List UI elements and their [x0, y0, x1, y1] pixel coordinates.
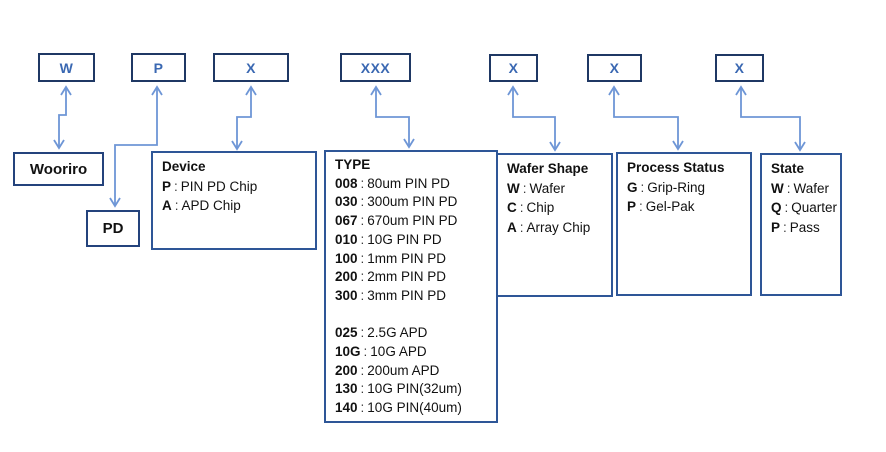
code-box-manufacturer: W: [38, 53, 95, 82]
legend-entry: Q:Quarter: [771, 200, 838, 215]
connector-x-wafer-shape: [507, 85, 561, 152]
pd-box: PD: [86, 210, 140, 247]
legend-entry: 100:1mm PIN PD: [335, 250, 447, 266]
code-box-device: X: [213, 53, 289, 82]
legend-entry: A:APD Chip: [162, 198, 241, 213]
connector-x-device: [231, 85, 257, 151]
device-legend-title: Device: [162, 159, 206, 174]
code-letter: W: [59, 59, 74, 76]
state-legend-box: State W:Wafer Q:Quarter P:Pass: [760, 153, 842, 296]
type-legend-box: TYPE 008:80um PIN PD 030:300um PIN PD 06…: [324, 150, 498, 423]
legend-entry: W:Wafer: [771, 180, 830, 196]
connector-xxx-type: [370, 85, 415, 149]
connector-x-state: [735, 85, 806, 152]
legend-entry: 025:2.5G APD: [335, 325, 428, 341]
wafer-shape-legend-box: Wafer Shape W:Wafer C:Chip A:Array Chip: [496, 153, 613, 297]
legend-entry: 030:300um PIN PD: [335, 194, 458, 210]
code-letter: X: [508, 60, 519, 76]
legend-entry: 067:670um PIN PD: [335, 213, 458, 229]
code-letter: X: [734, 60, 745, 76]
legend-entry: A:Array Chip: [507, 219, 591, 235]
legend-entry: C:Chip: [507, 200, 555, 215]
legend-entry: G:Grip-Ring: [627, 179, 706, 195]
legend-entry: 10G:10G APD: [335, 344, 427, 360]
legend-entry: 008:80um PIN PD: [335, 175, 450, 191]
process-status-legend-box: Process Status G:Grip-Ring P:Gel-Pak: [616, 152, 752, 296]
code-letter: XXX: [360, 59, 391, 76]
legend-entry: P:Pass: [771, 219, 820, 235]
code-box-product: P: [131, 53, 186, 82]
legend-entry: 300:3mm PIN PD: [335, 287, 447, 303]
device-legend-box: Device P:PIN PD Chip A:APD Chip: [151, 151, 317, 250]
code-letter: X: [246, 59, 256, 76]
code-box-state: X: [715, 54, 764, 82]
wooriro-label: Wooriro: [29, 160, 88, 178]
type-legend-title: TYPE: [335, 157, 371, 172]
code-letter: X: [609, 60, 620, 76]
legend-entry: 200:2mm PIN PD: [335, 269, 447, 285]
legend-entry: 010:10G PIN PD: [335, 231, 442, 247]
process-status-legend-title: Process Status: [627, 160, 725, 175]
wafer-shape-legend-title: Wafer Shape: [507, 161, 589, 176]
legend-entry: 140:10G PIN(40um): [335, 400, 462, 416]
legend-entry: P:Gel-Pak: [627, 199, 695, 214]
legend-entry: W:Wafer: [507, 180, 566, 196]
legend-entry: 200:200um APD: [335, 362, 440, 378]
connector-x-process-status: [608, 85, 684, 151]
code-box-process-status: X: [587, 54, 642, 82]
connector-w-wooriro: [53, 85, 72, 150]
code-letter: P: [153, 59, 164, 76]
legend-entry: P:PIN PD Chip: [162, 178, 258, 194]
code-box-wafer-shape: X: [489, 54, 538, 82]
code-box-type: XXX: [340, 53, 411, 82]
legend-group-gap: [335, 306, 492, 325]
state-legend-title: State: [771, 161, 805, 176]
legend-entry: 130:10G PIN(32um): [335, 381, 462, 397]
pd-label: PD: [102, 220, 124, 237]
wooriro-box: Wooriro: [13, 152, 104, 186]
